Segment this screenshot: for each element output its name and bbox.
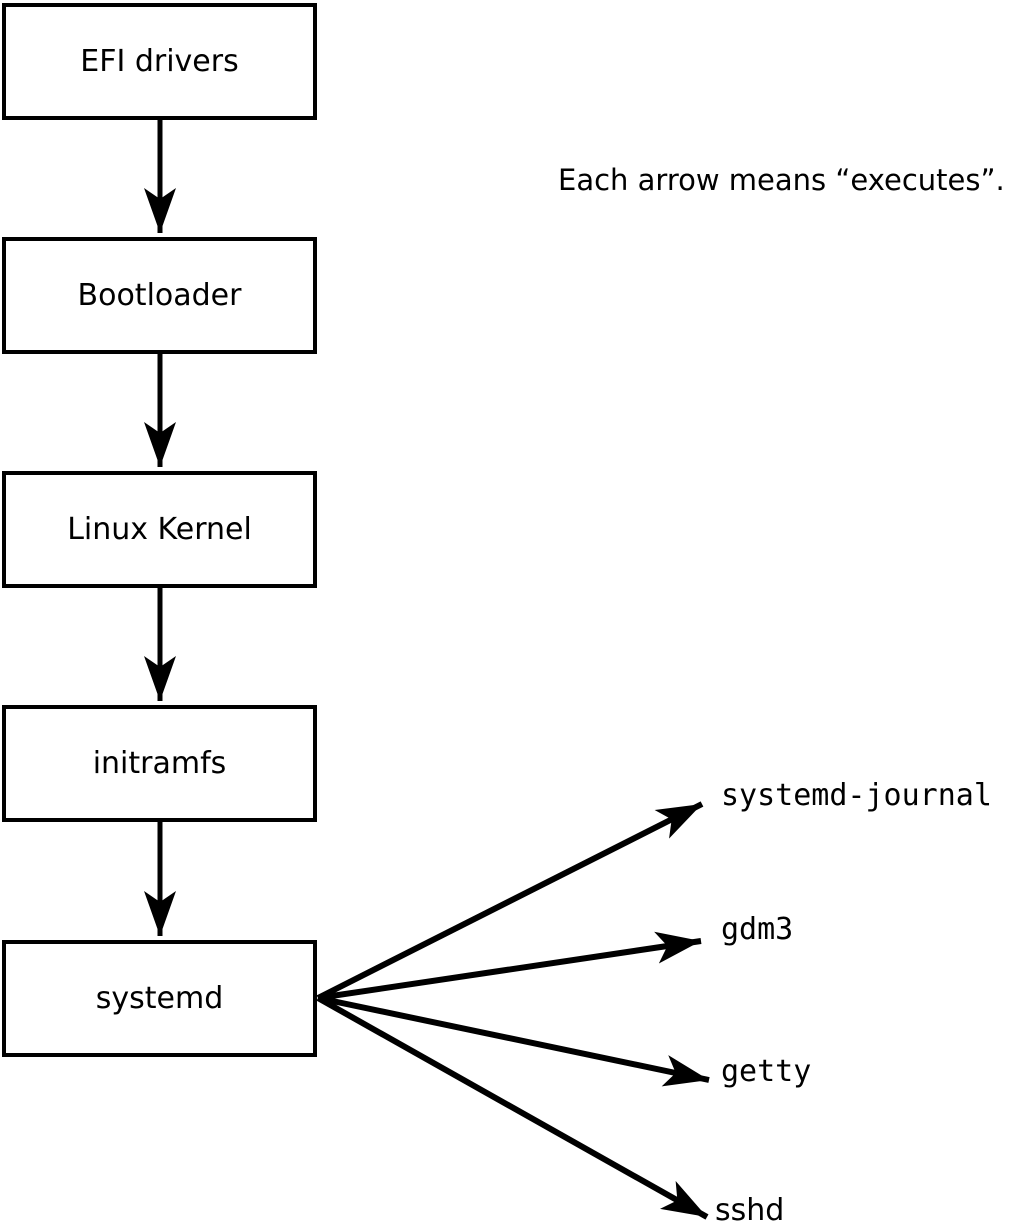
node-efi-drivers-label: EFI drivers [80,43,239,79]
annotation-arrow-meaning: Each arrow means “executes”. [558,163,1005,197]
node-linux-kernel-label: Linux Kernel [67,511,252,547]
node-systemd: systemd [2,940,317,1057]
node-bootloader: Bootloader [2,237,317,354]
arrow-systemd-to-sshd [316,995,709,1220]
node-initramfs-label: initramfs [92,745,227,781]
label-systemd-journal: systemd-journal [721,778,992,813]
label-getty: getty [721,1054,812,1089]
node-linux-kernel: Linux Kernel [2,471,317,588]
node-systemd-label: systemd [95,980,224,1016]
arrow-systemd-to-gdm3 [317,931,702,1001]
node-bootloader-label: Bootloader [77,277,242,313]
label-sshd: sshd [715,1193,785,1228]
label-gdm3: gdm3 [721,912,794,947]
arrow-systemd-to-journal [316,801,704,1001]
node-efi-drivers: EFI drivers [2,3,317,120]
node-initramfs: initramfs [2,705,317,822]
arrow-systemd-to-getty [317,995,710,1087]
